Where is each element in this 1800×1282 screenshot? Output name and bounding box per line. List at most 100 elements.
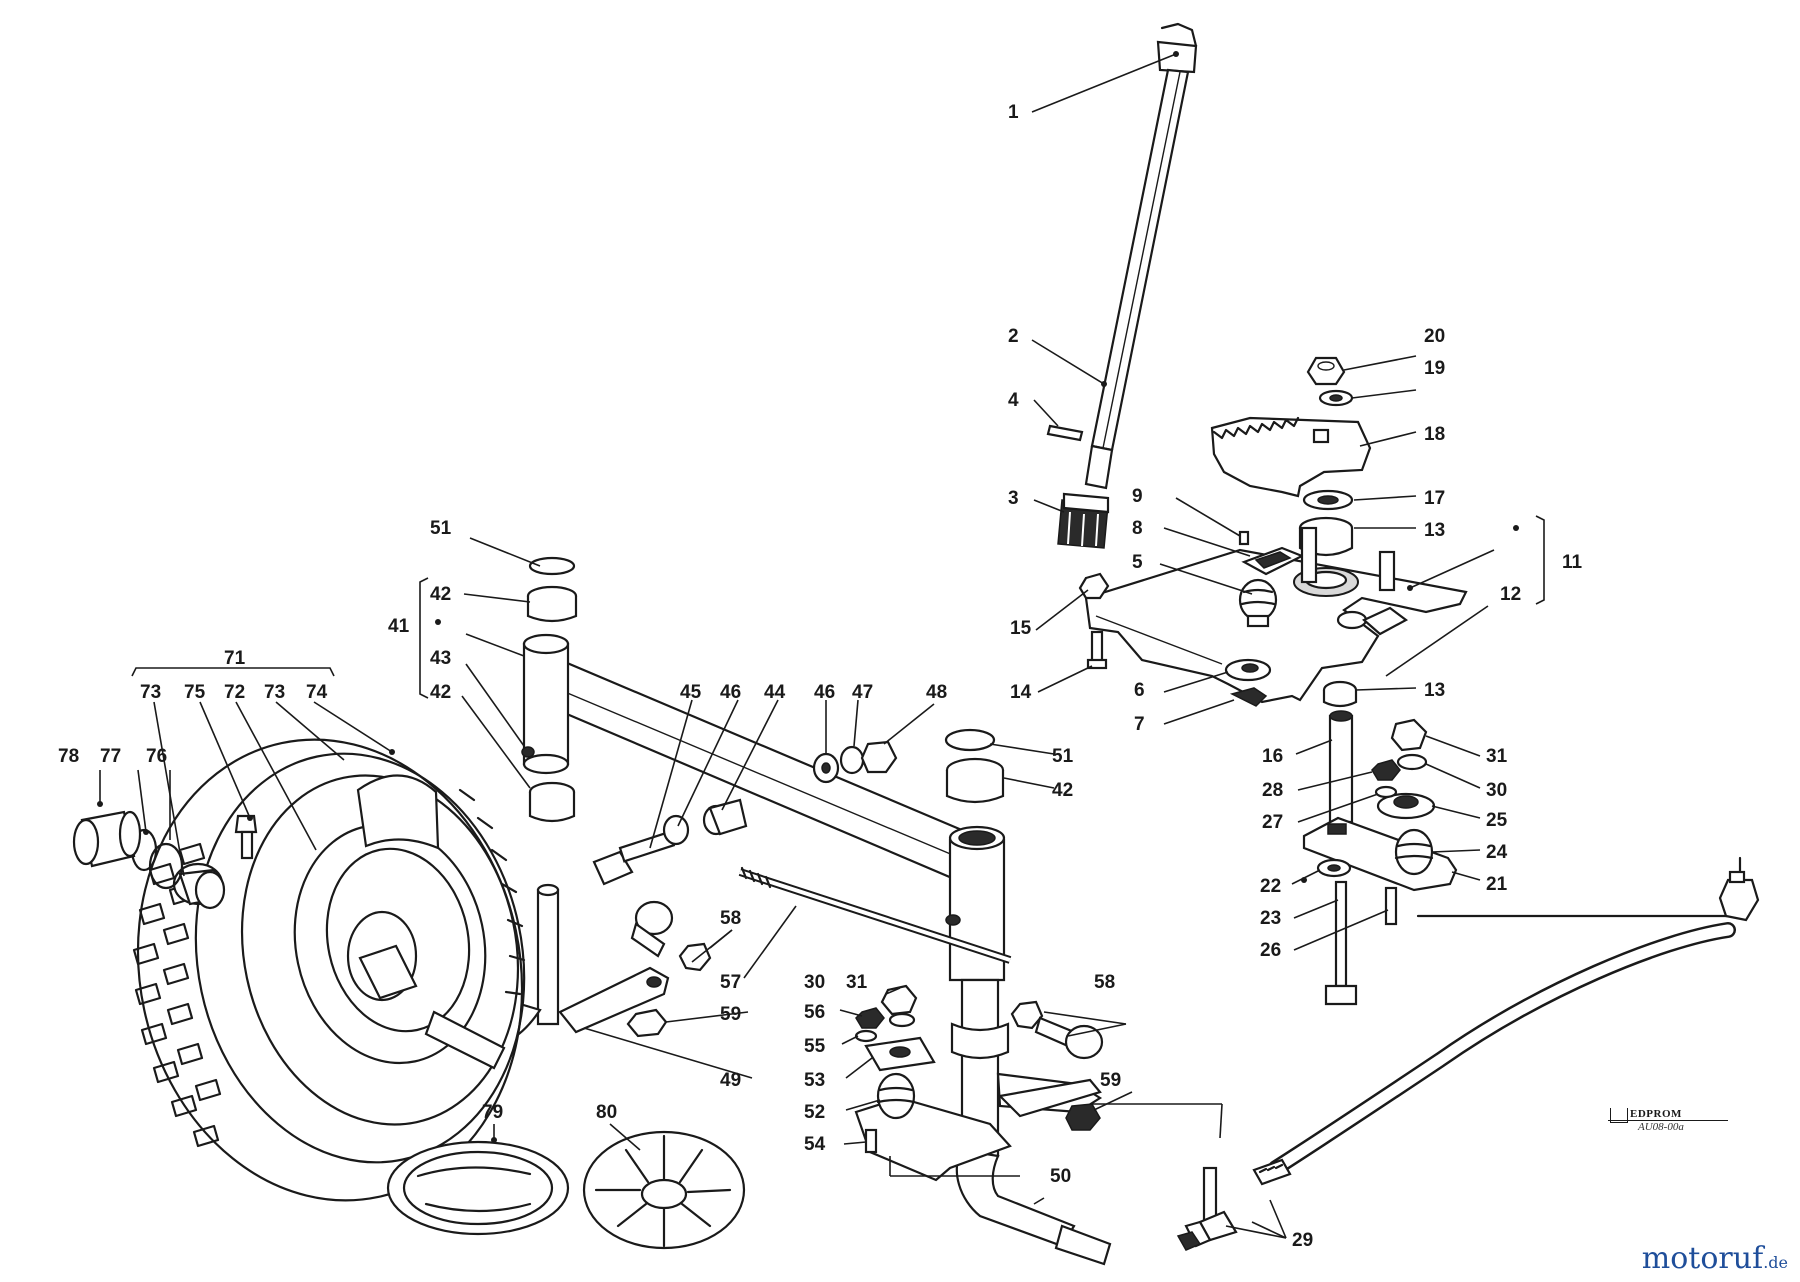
callout-8: 8 bbox=[1132, 518, 1143, 539]
bolt-54 bbox=[864, 1128, 878, 1154]
snap-ring-51-left bbox=[528, 556, 576, 576]
tie-rod-end-29-lower bbox=[1176, 1166, 1238, 1251]
callout-50: 50 bbox=[1050, 1166, 1071, 1187]
callout-58-right: 58 bbox=[1094, 972, 1115, 993]
pitman-shaft-16 bbox=[1328, 710, 1354, 824]
callout-27: 27 bbox=[1262, 812, 1283, 833]
callout-51-right: 51 bbox=[1052, 746, 1074, 767]
steering-shaft bbox=[1084, 22, 1198, 490]
callout-20: 20 bbox=[1424, 326, 1445, 347]
ball-joint-5 bbox=[1238, 578, 1278, 628]
callout-12: 12 bbox=[1500, 584, 1521, 605]
callout-2: 2 bbox=[1008, 326, 1019, 347]
callout-52: 52 bbox=[804, 1102, 825, 1123]
callout-56: 56 bbox=[804, 1002, 825, 1023]
sleeve-44 bbox=[702, 798, 748, 836]
screw-9 bbox=[1238, 530, 1250, 546]
callout-51-left: 51 bbox=[430, 518, 452, 539]
callout-7: 7 bbox=[1134, 714, 1145, 735]
callout-46-left: 46 bbox=[720, 682, 741, 703]
callout-13-upper: 13 bbox=[1424, 520, 1445, 541]
callout-18: 18 bbox=[1424, 424, 1445, 445]
callout-30-right: 30 bbox=[1486, 780, 1507, 801]
spindle-49 bbox=[468, 883, 670, 1046]
callout-48: 48 bbox=[926, 682, 947, 703]
steering-gear-3 bbox=[1057, 492, 1110, 549]
callout-23: 23 bbox=[1260, 908, 1281, 929]
callout-22: 22 bbox=[1260, 876, 1281, 897]
ball-joint-58-right bbox=[1010, 1000, 1104, 1060]
callout-45: 45 bbox=[680, 682, 702, 703]
stamp-code: AU08-00a bbox=[1638, 1121, 1684, 1133]
callout-79: 79 bbox=[482, 1102, 503, 1123]
washer-19 bbox=[1318, 389, 1354, 407]
washer-22 bbox=[1316, 858, 1352, 878]
washer-27 bbox=[1374, 785, 1398, 799]
callout-3: 3 bbox=[1008, 488, 1019, 509]
ball-joint-24 bbox=[1394, 828, 1434, 876]
callout-54: 54 bbox=[804, 1134, 826, 1155]
front-axle bbox=[522, 633, 1006, 982]
callout-6: 6 bbox=[1134, 680, 1145, 701]
bushing-13-lower bbox=[1322, 680, 1358, 708]
callout-58-left: 58 bbox=[720, 908, 741, 929]
callout-24: 24 bbox=[1486, 842, 1508, 863]
washer-17 bbox=[1302, 489, 1354, 511]
nut-31-right bbox=[1390, 718, 1428, 752]
callout-59-left: 59 bbox=[720, 1004, 741, 1025]
callout-11: 11 bbox=[1562, 552, 1583, 573]
publisher-logo-icon bbox=[1610, 1108, 1628, 1123]
sector-gear-18 bbox=[1210, 416, 1372, 498]
callout-15: 15 bbox=[1010, 618, 1032, 639]
bracket-8 bbox=[1241, 546, 1305, 576]
clip-7 bbox=[1229, 687, 1268, 707]
ball-joint-58-left bbox=[630, 900, 712, 972]
callout-16: 16 bbox=[1262, 746, 1283, 767]
callout-17: 17 bbox=[1424, 488, 1445, 509]
callout-57: 57 bbox=[720, 972, 741, 993]
washers-46-47-nut-48 bbox=[812, 740, 898, 784]
callout-59-right: 59 bbox=[1100, 1070, 1121, 1091]
callout-13-lower: 13 bbox=[1424, 680, 1445, 701]
cup-25 bbox=[1376, 792, 1436, 820]
callout-55: 55 bbox=[804, 1036, 826, 1057]
bushing-42-right bbox=[945, 757, 1005, 804]
callout-44: 44 bbox=[764, 682, 786, 703]
callout-71: 71 bbox=[224, 648, 246, 669]
callout-74: 74 bbox=[306, 682, 328, 703]
callout-30-left: 30 bbox=[804, 972, 825, 993]
leader-lines bbox=[97, 51, 1545, 1239]
bolt-23 bbox=[1384, 886, 1398, 926]
bushing-42-lower-left bbox=[528, 781, 576, 823]
nut-59-right bbox=[1065, 1103, 1101, 1131]
callout-46-right: 46 bbox=[814, 682, 835, 703]
callout-49: 49 bbox=[720, 1070, 741, 1091]
callout-42-upper-left: 42 bbox=[430, 584, 451, 605]
callout-25: 25 bbox=[1486, 810, 1508, 831]
pitman-arm-21 bbox=[1302, 816, 1458, 892]
callout-19: 19 bbox=[1424, 358, 1445, 379]
callout-75: 75 bbox=[184, 682, 206, 703]
callout-72: 72 bbox=[224, 682, 245, 703]
callout-47: 47 bbox=[852, 682, 873, 703]
washer-30-right bbox=[1396, 753, 1428, 771]
grease-fitting-43 bbox=[521, 746, 535, 758]
nut-20 bbox=[1306, 356, 1346, 386]
hub-cap-80 bbox=[582, 1130, 746, 1250]
callout-73-left: 73 bbox=[140, 682, 161, 703]
callout-43: 43 bbox=[430, 648, 451, 669]
cup-53 bbox=[864, 1036, 936, 1072]
callout-1: 1 bbox=[1008, 102, 1019, 123]
axle-stub bbox=[424, 1010, 506, 1070]
nut-28 bbox=[1371, 759, 1401, 781]
publisher-stamp: EDPROM AU08-00a bbox=[1608, 1108, 1728, 1133]
callout-42-lower-left: 42 bbox=[430, 682, 451, 703]
callout-73-right: 73 bbox=[264, 682, 285, 703]
ball-joint-52 bbox=[876, 1072, 916, 1120]
callout-9: 9 bbox=[1132, 486, 1143, 507]
watermark-name: motoruf bbox=[1641, 1241, 1764, 1276]
pivot-6 bbox=[1224, 658, 1272, 682]
nut-15 bbox=[1078, 572, 1110, 600]
callout-14: 14 bbox=[1010, 682, 1032, 703]
link-12 bbox=[1361, 606, 1409, 636]
